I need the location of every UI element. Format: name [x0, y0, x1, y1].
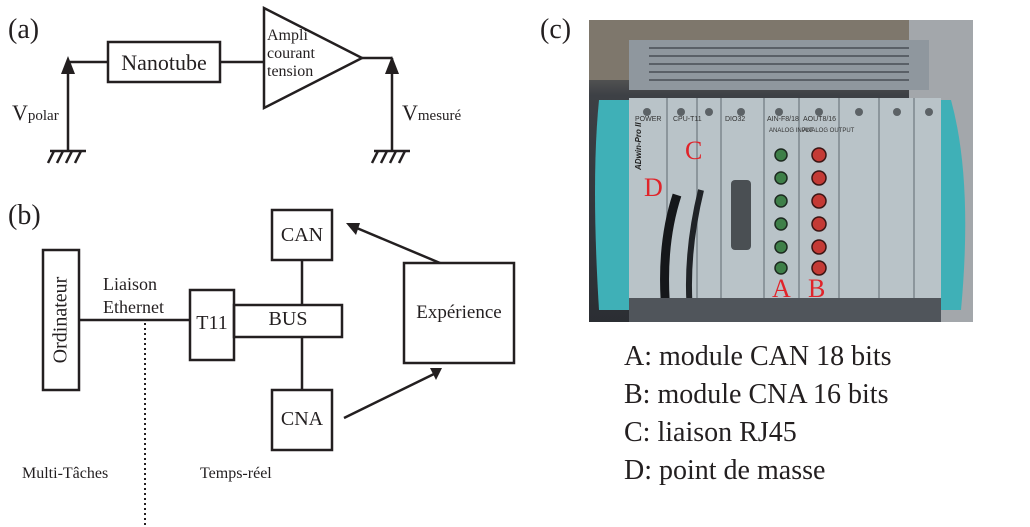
photo-mark-a: A — [772, 274, 791, 303]
can-label: CAN — [280, 224, 324, 246]
vpolar-main: V — [12, 100, 28, 125]
ampli-line-3: tension — [267, 63, 314, 80]
adwin-rack-photo: POWER CPU-T11 DIO32 AIN-F8/18 AOUT8/16 A… — [589, 20, 973, 322]
brand-text: ADwin-Pro II — [634, 122, 643, 170]
cna-experience-arrow — [343, 371, 437, 420]
ampli-line-2: courant — [267, 45, 315, 62]
vpolar-sub: polar — [27, 108, 59, 124]
liaison-label: Liaison — [103, 274, 157, 294]
photo-mark-b: B — [808, 274, 826, 303]
t11-label: T11 — [196, 312, 228, 334]
analog-input-text: ANALOG INPUT — [769, 128, 814, 134]
photo-mark-c: C — [685, 136, 703, 165]
experience-label: Expérience — [416, 302, 502, 323]
vpolar-label: Vpolar — [12, 100, 59, 126]
vmesure-label: Vmesuré — [402, 100, 461, 126]
rack-drawing — [589, 20, 973, 322]
tempsreel-label: Temps-réel — [200, 465, 272, 482]
vmesure-main: V — [402, 100, 418, 125]
schematic-lines — [41, 5, 516, 527]
panel-a-label: (a) — [8, 14, 40, 45]
vmesure-sub: mesuré — [417, 108, 462, 124]
bus-box — [232, 303, 344, 339]
panel-c-label: (c) — [540, 14, 572, 45]
experience-box — [402, 261, 516, 365]
legend-item-b: B: module CNA 16 bits — [624, 379, 889, 410]
photo-mark-d: D — [644, 173, 663, 202]
experience-can-arrow — [351, 224, 441, 265]
legend-item-d: D: point de masse — [624, 455, 826, 486]
legend-item-a: A: module CAN 18 bits — [624, 341, 892, 372]
analog-output-text: ANALOG OUTPUT — [803, 128, 855, 134]
ordinateur-label: Ordinateur — [49, 276, 72, 364]
cna-label: CNA — [280, 408, 324, 430]
ampli-triangle — [262, 5, 365, 111]
nanotube-label: Nanotube — [121, 50, 207, 75]
module-aout-text: AOUT8/16 — [803, 116, 837, 123]
bus-label: BUS — [268, 308, 308, 330]
photo-legend: A: module CAN 18 bits B: module CNA 16 b… — [624, 338, 892, 490]
ampli-label: Ampli courant tension — [267, 27, 315, 81]
ampli-line-1: Ampli — [267, 27, 308, 44]
module-cpu-text: CPU-T11 — [673, 116, 702, 123]
multitaches-label: Multi-Tâches — [22, 465, 109, 482]
panel-b-label: (b) — [8, 200, 41, 231]
ordinateur-label-wrap: Ordinateur — [43, 250, 79, 390]
module-power-text: POWER — [635, 116, 662, 123]
module-dio-text: DIO32 — [725, 116, 746, 123]
legend-item-c: C: liaison RJ45 — [624, 417, 797, 448]
module-ain-text: AIN-F8/18 — [767, 116, 799, 123]
ethernet-label: Ethernet — [103, 297, 164, 317]
